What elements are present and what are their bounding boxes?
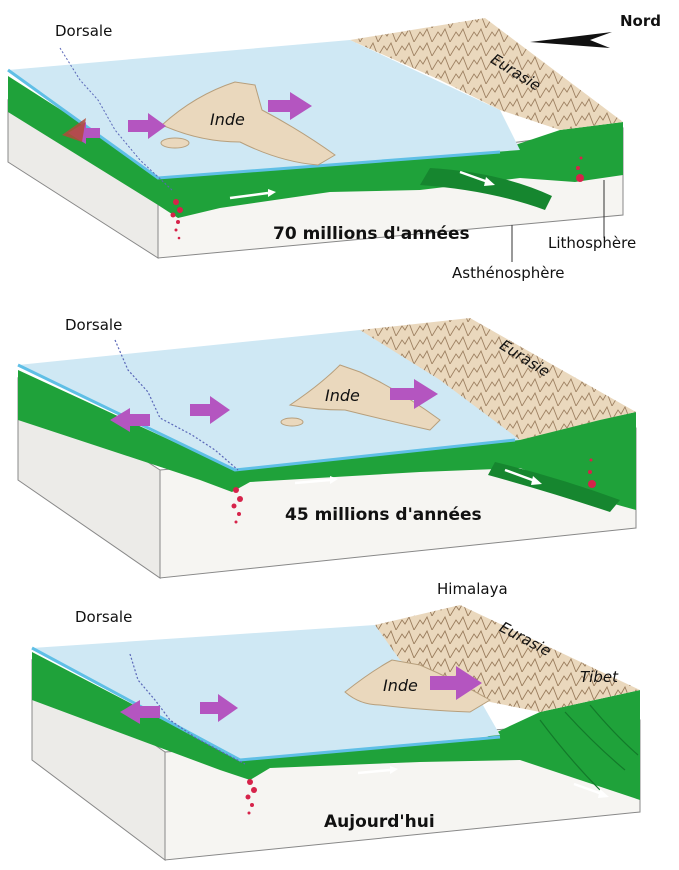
india-label-1: Inde bbox=[210, 110, 245, 129]
panel-45ma bbox=[18, 318, 636, 578]
lithosphere-label: Lithosphère bbox=[548, 234, 636, 252]
north-label: Nord bbox=[620, 12, 661, 30]
ridge-label-1: Dorsale bbox=[55, 22, 112, 40]
caption-70ma: 70 millions d'années bbox=[273, 224, 470, 244]
india-label-2: Inde bbox=[325, 386, 360, 405]
caption-today: Aujourd'hui bbox=[324, 812, 435, 832]
india-label-3: Inde bbox=[383, 676, 418, 695]
caption-45ma: 45 millions d'années bbox=[285, 505, 482, 525]
asthenosphere-label: Asthénosphère bbox=[452, 264, 565, 282]
small-island bbox=[281, 418, 303, 426]
north-arrow-icon bbox=[530, 32, 612, 48]
tibet-label: Tibet bbox=[580, 668, 618, 686]
himalaya-label: Himalaya bbox=[437, 580, 508, 598]
small-island bbox=[161, 138, 189, 148]
ridge-label-3: Dorsale bbox=[75, 608, 132, 626]
ridge-label-2: Dorsale bbox=[65, 316, 122, 334]
